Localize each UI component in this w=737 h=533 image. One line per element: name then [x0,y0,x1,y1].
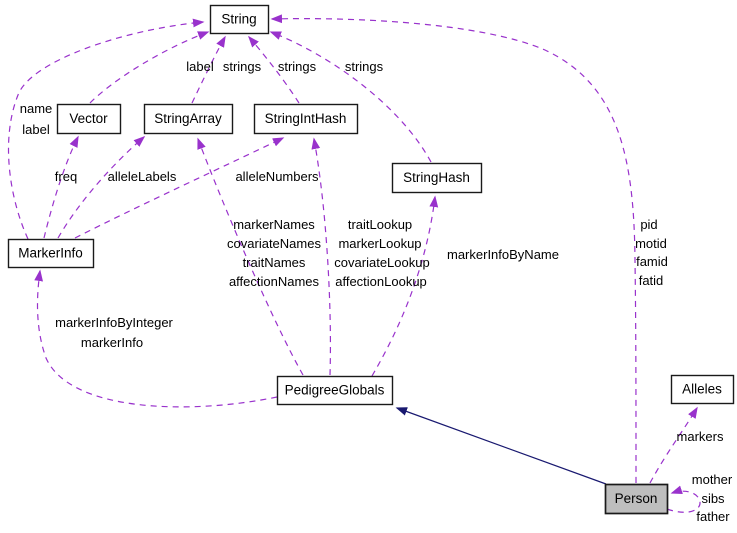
node-box-string-int-hash[interactable] [253,103,359,135]
node-label-vector: Vector [69,111,108,126]
node-box-string[interactable] [209,4,270,35]
edge-label-person-to-alleles: markers [677,429,724,444]
edge-pedigreeglobals-to-stringarray [197,137,304,376]
edge-person-to-pedigreeglobals [395,407,607,485]
edge-label-pedigreeglobals-to-stringarray: markerNames [233,217,315,232]
node-box-marker-info[interactable] [7,238,95,269]
edge-label-person-to-string: fatid [639,273,664,288]
edge-label-markerinfo-to-stringarray: alleleLabels [108,169,177,184]
node-label-string-hash: StringHash [403,170,470,185]
node-box-person[interactable] [604,483,669,515]
node-box-pedigree-globals[interactable] [276,375,394,406]
node-label-string-array: StringArray [154,111,222,126]
edge-person-self-loop [666,485,701,513]
edge-label-pedigreeglobals-to-markerinfo: markerInfo [81,335,143,350]
edge-stringinthash-to-string [248,35,300,104]
edge-person-to-string [270,14,637,484]
edge-label-markerinfo-to-vector: freq [55,169,77,184]
edge-label-markerinfo-to-string: label [22,122,50,137]
node-vector[interactable]: Vector [56,103,122,135]
edge-labels-layer: name label label strings strings strings pid mo… [20,59,733,524]
node-marker-info[interactable]: MarkerInfo [7,238,95,269]
edge-label-person-self-loop: sibs [701,491,725,506]
edge-label-person-self-loop: father [696,509,730,524]
node-string-int-hash[interactable]: StringIntHash [253,103,359,135]
node-string-hash[interactable]: StringHash [391,162,483,194]
node-string-array[interactable]: StringArray [143,103,234,135]
node-label-string: String [221,12,256,27]
edge-label-stringhash-to-string: strings [345,59,384,74]
node-box-alleles[interactable] [670,374,735,405]
edge-label-person-to-string: motid [635,236,667,251]
edge-label-pedigreeglobals-to-stringinthash: affectionLookup [335,274,427,289]
node-box-vector[interactable] [56,103,122,135]
node-label-marker-info: MarkerInfo [18,246,83,261]
node-box-string-hash[interactable] [391,162,483,194]
node-label-alleles: Alleles [682,382,722,397]
edge-label-pedigreeglobals-to-stringhash: markerInfoByName [447,247,559,262]
edge-pedigreeglobals-to-stringinthash [311,137,332,376]
edge-vector-to-string [89,31,210,104]
edge-label-pedigreeglobals-to-markerinfo: markerInfoByInteger [55,315,173,330]
edge-label-person-self-loop: mother [692,472,733,487]
node-box-string-array[interactable] [143,103,234,135]
node-person[interactable]: Person [604,483,669,515]
node-alleles[interactable]: Alleles [670,374,735,405]
node-label-pedigree-globals: PedigreeGlobals [285,383,385,398]
edge-label-vector-to-string: label [186,59,214,74]
edge-stringhash-to-string [269,31,432,163]
edge-label-person-to-string: pid [640,217,657,232]
node-label-person: Person [615,491,658,506]
edge-label-pedigreeglobals-to-stringarray: covariateNames [227,236,321,251]
edge-label-markerinfo-to-string: name [20,101,53,116]
node-pedigree-globals[interactable]: PedigreeGlobals [276,375,394,406]
edge-label-markerinfo-to-stringinthash: alleleNumbers [235,169,319,184]
node-string[interactable]: String [209,4,270,35]
edge-pedigreeglobals-to-stringhash [371,195,439,377]
edge-markerinfo-to-vector [43,135,79,239]
edge-pedigreeglobals-to-markerinfo [34,269,278,408]
node-label-string-int-hash: StringIntHash [265,111,347,126]
edge-markerinfo-to-stringarray [57,136,146,239]
edge-label-stringarray-to-string: strings [223,59,262,74]
edge-label-pedigreeglobals-to-stringinthash: traitLookup [348,217,412,232]
edge-label-pedigreeglobals-to-stringarray: traitNames [243,255,306,270]
edge-label-pedigreeglobals-to-stringinthash: covariateLookup [334,255,429,270]
edge-label-person-to-string: famid [636,254,668,269]
edge-label-pedigreeglobals-to-stringarray: affectionNames [229,274,320,289]
edge-label-stringinthash-to-string: strings [278,59,317,74]
edge-stringarray-to-string [191,35,226,104]
edge-markerinfo-to-string [7,18,205,240]
edge-person-to-alleles [649,406,698,484]
edge-label-pedigreeglobals-to-stringinthash: markerLookup [338,236,421,251]
edges-layer [7,14,701,513]
